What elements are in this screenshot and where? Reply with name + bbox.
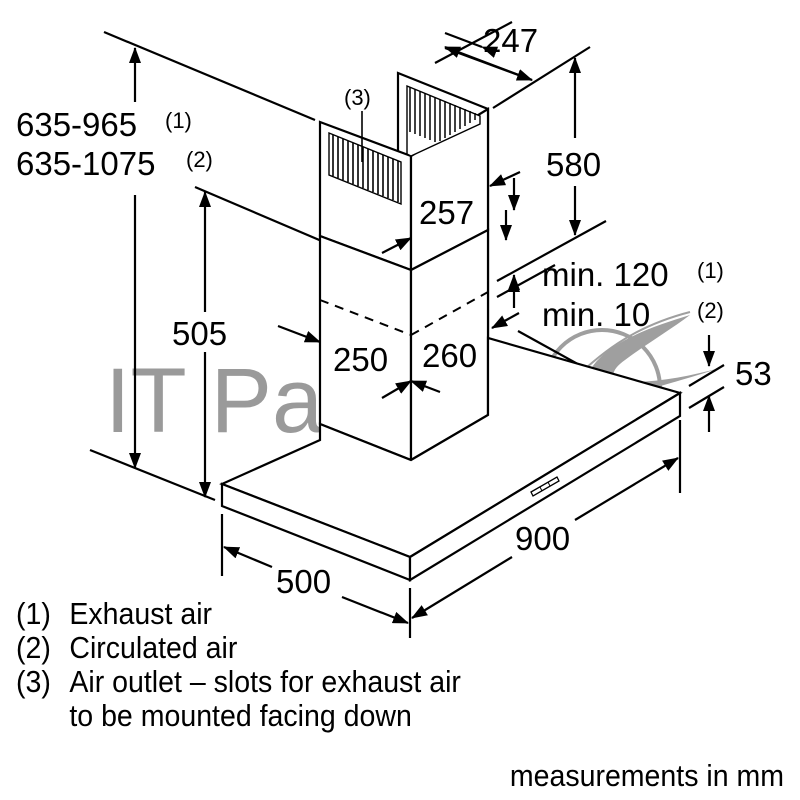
ref-2: (2) (186, 147, 213, 172)
dim-gap-circulated: min. 10 (542, 296, 650, 333)
legend-text: Air outlet – slots for exhaust air (69, 664, 461, 699)
dim-lower-depth-260: 260 (422, 337, 477, 374)
dim-lower-height-505: 505 (172, 315, 227, 352)
lower-chimney (318, 228, 490, 462)
dim-canopy-depth-500: 500 (276, 563, 331, 600)
legend-num: (3) (16, 664, 51, 699)
ref-1: (1) (165, 108, 192, 133)
legend-text: to be mounted facing down (69, 698, 412, 733)
air-outlet-slots-front (328, 131, 402, 206)
dimension-lines (129, 31, 725, 638)
ref-3-air-outlet: (3) (344, 85, 371, 110)
ref-gap-circulated: (2) (697, 298, 724, 323)
dimension-labels: 635-965 (1) 635-1075 (2) (3) 247 580 257… (16, 22, 772, 600)
dim-chimney-depth-247: 247 (483, 22, 538, 59)
legend-item-air-outlet: (3) Air outlet – slots for exhaust air (16, 665, 461, 699)
dim-total-height-2: 635-1075 (16, 145, 155, 182)
legend-item-exhaust: (1) Exhaust air (16, 597, 461, 631)
legend-text: Exhaust air (69, 596, 213, 631)
legend: (1) Exhaust air (2) Circulated air (3) Air … (16, 597, 461, 733)
legend-text: Circulated air (69, 630, 238, 665)
canopy (219, 336, 683, 582)
air-outlet-slots-back (406, 84, 481, 157)
dim-gap-exhaust: min. 120 (542, 256, 669, 293)
control-panel-icon (530, 476, 560, 497)
dim-canopy-width-900: 900 (515, 520, 570, 557)
legend-num: (2) (16, 630, 51, 665)
dim-canopy-thickness-53: 53 (735, 355, 772, 392)
dim-lower-width-250: 250 (333, 341, 388, 378)
legend-item-air-outlet-cont: to be mounted facing down (16, 699, 461, 733)
units-footnote: measurements in mm (509, 758, 784, 793)
ref-gap-exhaust: (1) (697, 258, 724, 283)
legend-item-circulated: (2) Circulated air (16, 631, 461, 665)
dim-upper-width-257: 257 (419, 194, 474, 231)
dim-total-height-1: 635-965 (16, 106, 137, 143)
legend-num: (1) (16, 596, 51, 631)
dim-upper-height-580: 580 (546, 146, 601, 183)
